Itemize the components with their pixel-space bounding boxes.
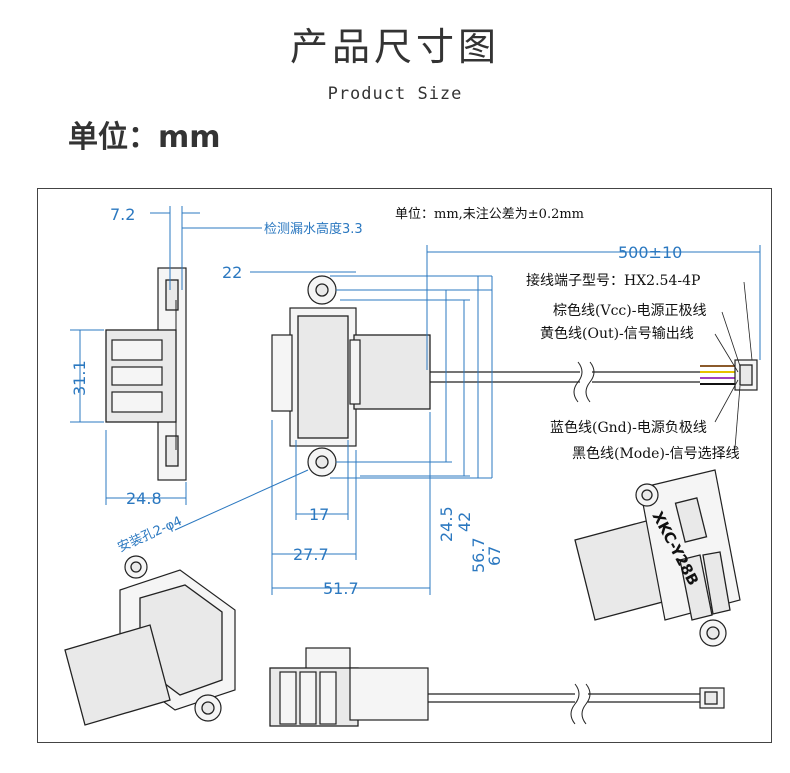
dim-31-1: 31.1 [70,360,89,396]
dim-27-7: 27.7 [293,545,329,564]
black-wire-label: 黑色线(Mode)-信号选择线 [572,445,740,462]
iso-view-left [64,555,236,726]
iso-view-right: XKC-Y28B [574,469,741,647]
wire-labels: 接线端子型号：HX2.54-4P 棕色线(Vcc)-电源正极线 黄色线(Out)… [526,272,753,462]
dim-24-5: 24.5 [437,506,456,542]
unit-label: 单位：mm [68,120,221,155]
page-subtitle: Product Size [327,84,463,104]
dim-51-7: 51.7 [323,579,359,598]
page-title: 产品尺寸图 [289,25,500,69]
yellow-wire-label: 黄色线(Out)-信号输出线 [540,325,694,342]
blue-wire-label: 蓝色线(Gnd)-电源负极线 [550,419,707,436]
dim-500: 500±10 [618,243,682,262]
leak-height-label: 检测漏水高度3.3 [264,221,363,237]
side-dims: 7.2 检测漏水高度3.3 31.1 24.8 [70,205,363,508]
side-view [105,267,187,481]
dim-24-8: 24.8 [126,489,162,508]
tolerance-note: 单位：mm,未注公差为±0.2mm [395,207,584,222]
connector-label: 接线端子型号：HX2.54-4P [526,272,700,289]
dim-17: 17 [309,505,329,524]
dim-42: 42 [455,512,474,532]
dim-7-2: 7.2 [110,205,135,224]
mount-hole-label: 安装孔2-φ4 [116,514,185,556]
dim-56-7: 56.7 [469,537,488,573]
dim-22: 22 [222,263,242,282]
dim-67: 67 [485,546,504,566]
front-view [271,275,758,477]
brown-wire-label: 棕色线(Vcc)-电源正极线 [553,302,706,319]
drawing-frame [37,188,772,743]
bottom-view [269,647,725,727]
